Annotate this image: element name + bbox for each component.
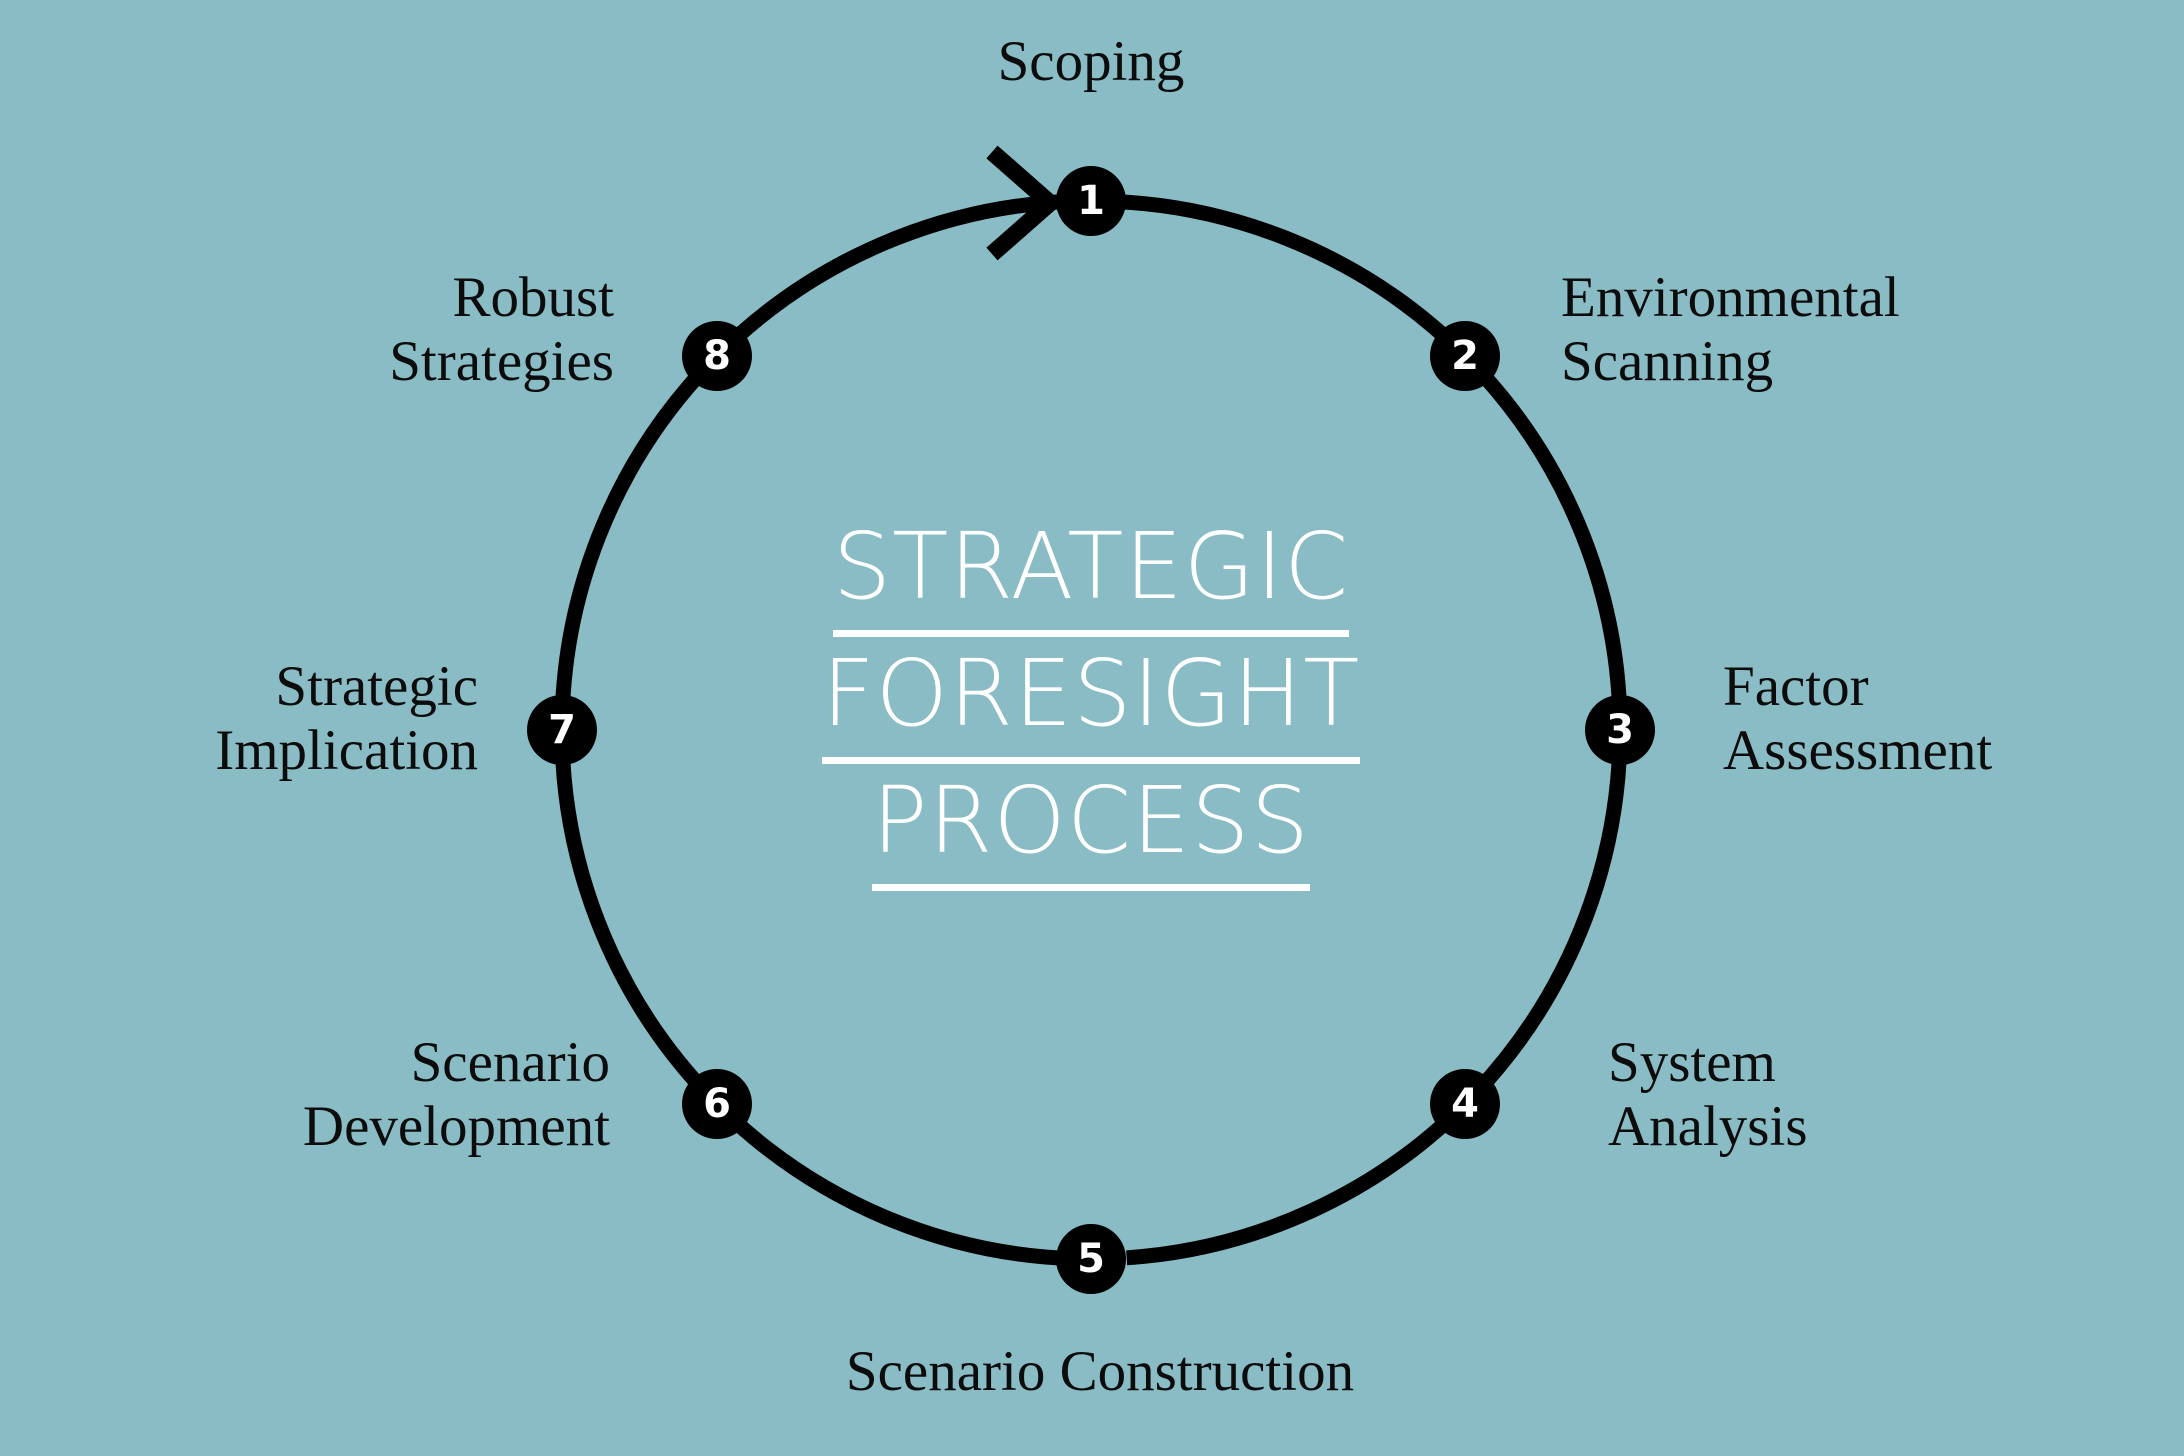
page-title: STRATEGIC FORESIGHT PROCESS [691,510,1491,892]
step-node-6[interactable]: 6 [682,1069,752,1139]
step-node-8[interactable]: 8 [682,321,752,391]
step-node-5[interactable]: 5 [1056,1224,1126,1294]
step-label-system-analysis: System Analysis [1608,1031,1808,1159]
step-label-scenario-development: Scenario Development [302,1031,610,1159]
page-title-line-2: FORESIGHT [821,637,1361,765]
step-label-strategic-implication: Strategic Implication [215,655,478,783]
step-label-scenario-construction: Scenario Construction [845,1340,1355,1403]
step-label-factor-assessment: Factor Assessment [1723,655,1993,783]
page-title-line-3: PROCESS [872,764,1310,892]
page-title-line-1: STRATEGIC [832,510,1350,638]
step-label-scoping: Scoping [997,30,1185,93]
step-node-7[interactable]: 7 [527,695,597,765]
step-node-1[interactable]: 1 [1056,166,1126,236]
step-node-2[interactable]: 2 [1430,321,1500,391]
step-node-4[interactable]: 4 [1430,1069,1500,1139]
step-node-3[interactable]: 3 [1585,695,1655,765]
step-label-environmental-scanning: Environmental Scanning [1561,266,1900,394]
arrowhead-clockwise-icon [986,145,1063,261]
step-label-robust-strategies: Robust Strategies [389,266,614,394]
